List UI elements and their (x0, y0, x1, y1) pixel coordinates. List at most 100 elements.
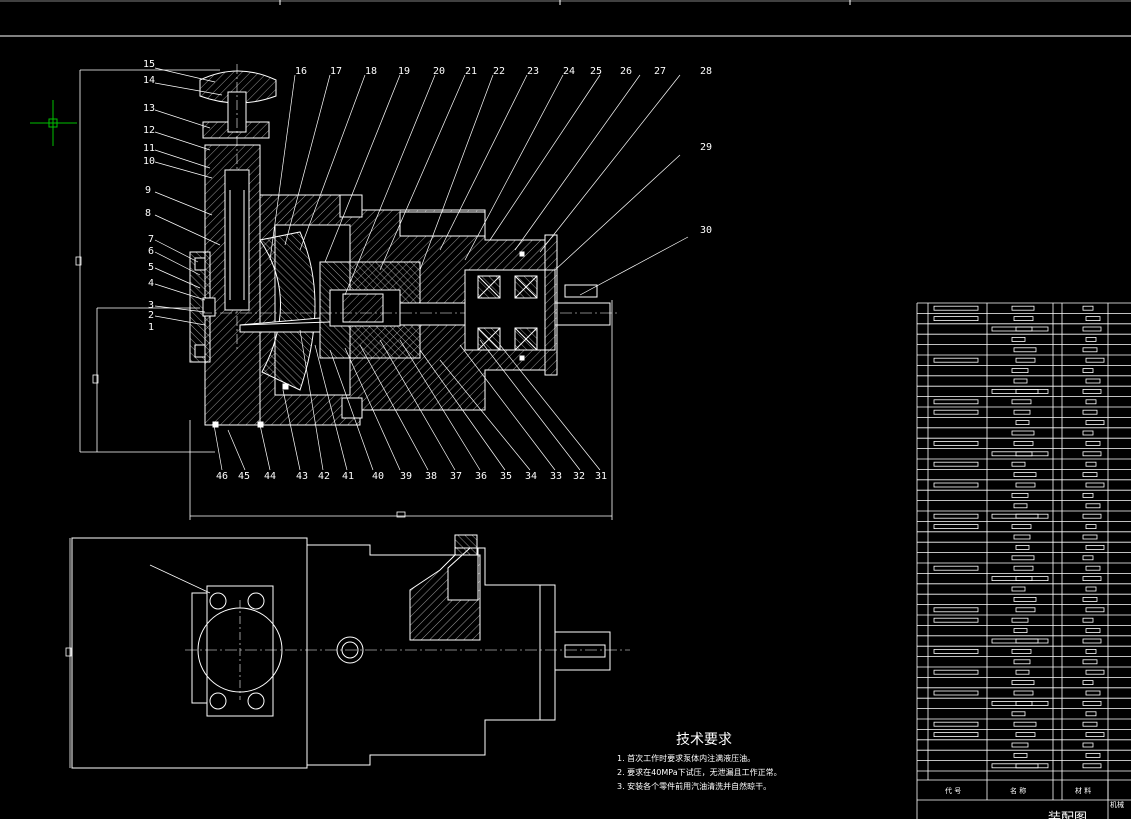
table-cell-text (1082, 534, 1098, 540)
table-cell-text (1013, 690, 1034, 696)
table-cell-text (1013, 753, 1028, 758)
part-label: 4 (148, 278, 154, 289)
side-view[interactable] (71, 534, 630, 769)
table-cell-text (1013, 503, 1028, 509)
table-cell-text (1015, 669, 1030, 675)
part-label: 45 (238, 471, 250, 482)
table-cell-text (1013, 347, 1037, 353)
table-cell-text (933, 732, 979, 737)
table-cell-text (1082, 305, 1094, 311)
table-cell-text (1015, 388, 1039, 394)
dimension-lines (65, 69, 613, 768)
part-label: 3 (148, 300, 154, 311)
table-cell-text (933, 690, 979, 696)
part-label: 8 (145, 208, 151, 219)
table-cell-text (1085, 399, 1097, 405)
table-cell-text (933, 357, 979, 363)
table-cell-text (1015, 701, 1033, 706)
table-cell-text (1082, 492, 1094, 498)
technical-requirements: 技术要求 1. 首次工作时要求泵体内注满液压油。 2. 要求在40MPa下试压，… (617, 732, 782, 791)
parts-list-table[interactable] (916, 302, 1131, 819)
table-cell-text (933, 649, 979, 654)
table-cell-text (1082, 388, 1102, 394)
table-cell-text (1085, 482, 1105, 488)
table-cell-text (933, 482, 979, 488)
drawing-name: 装配图 (1048, 811, 1087, 819)
table-cell-text (1011, 461, 1026, 467)
table-cell-text (1085, 690, 1101, 696)
table-cell-text (1085, 524, 1097, 529)
table-cell-text (1085, 711, 1097, 717)
company-name: 机械 (1110, 800, 1124, 809)
crosshair-cursor-icon (30, 100, 77, 146)
part-label: 28 (700, 66, 712, 77)
part-label: 6 (148, 246, 154, 257)
table-cell-text (933, 565, 979, 571)
table-cell-text (1082, 638, 1102, 644)
part-label: 38 (425, 471, 437, 482)
table-cell-text (1085, 607, 1105, 613)
part-label: 11 (143, 143, 155, 154)
tech-requirement-item: 1. 首次工作时要求泵体内注满液压油。 (617, 753, 755, 763)
table-cell-text (1015, 638, 1039, 644)
table-cell-text (933, 440, 979, 446)
table-cell-text (1013, 409, 1031, 415)
part-label: 22 (493, 66, 505, 77)
table-cell-text (1085, 545, 1105, 550)
part-label: 34 (525, 471, 537, 482)
part-label: 15 (143, 59, 155, 70)
part-label: 30 (700, 225, 712, 236)
part-label: 43 (296, 471, 308, 482)
table-cell-text (1082, 347, 1098, 353)
part-label: 31 (595, 471, 607, 482)
table-cell-text (1015, 357, 1036, 363)
table-cell-text (1085, 336, 1097, 342)
part-label: 26 (620, 66, 632, 77)
table-cell-text (1085, 628, 1101, 633)
table-cell-text (1085, 503, 1101, 509)
part-label: 33 (550, 471, 562, 482)
part-label: 25 (590, 66, 602, 77)
table-cell-text (1011, 430, 1035, 436)
drawing-frame (0, 0, 1131, 37)
leader-lines (149, 67, 689, 594)
part-label: 42 (318, 471, 330, 482)
part-label: 7 (148, 234, 154, 245)
table-cell-text (1085, 669, 1105, 675)
table-cell-text (1013, 659, 1031, 665)
table-cell-text (991, 638, 1049, 644)
table-cell-text (1015, 326, 1033, 332)
table-cell-text (991, 763, 1049, 769)
part-labels: 15 14 13 12 11 10 9 8 7 6 5 4 3 2 1 16 1… (143, 59, 712, 482)
part-label: 41 (342, 471, 354, 482)
tech-requirements-title: 技术要求 (676, 732, 732, 748)
table-cell-text (1082, 451, 1102, 457)
table-cell-text (933, 409, 979, 415)
table-cell-text (1015, 482, 1036, 488)
table-cell-text (1013, 440, 1034, 446)
part-label: 17 (330, 66, 342, 77)
part-label: 16 (295, 66, 307, 77)
part-label: 27 (654, 66, 666, 77)
table-cell-text (1011, 492, 1029, 498)
table-cell-text (1011, 711, 1026, 717)
part-label: 23 (527, 66, 539, 77)
table-cell-text (1082, 659, 1098, 665)
table-cell-text (1082, 701, 1102, 706)
table-cell-text (1082, 368, 1094, 374)
table-cell-text (1011, 742, 1029, 748)
table-cell-text (1082, 555, 1094, 561)
part-label: 36 (475, 471, 487, 482)
table-cell-text (1011, 368, 1029, 374)
table-cell-text (1011, 586, 1026, 592)
table-cell-text (1085, 378, 1101, 384)
table-cell-text (1085, 357, 1105, 363)
main-section-view[interactable] (189, 64, 620, 428)
table-cell-text (991, 576, 1049, 581)
tech-requirement-item: 3. 安装各个零件前用汽油清洗并自然晾干。 (617, 781, 771, 791)
part-label: 18 (365, 66, 377, 77)
table-cell-text (1013, 565, 1034, 571)
table-cell-text (1011, 399, 1032, 405)
table-cell-text (933, 721, 979, 727)
